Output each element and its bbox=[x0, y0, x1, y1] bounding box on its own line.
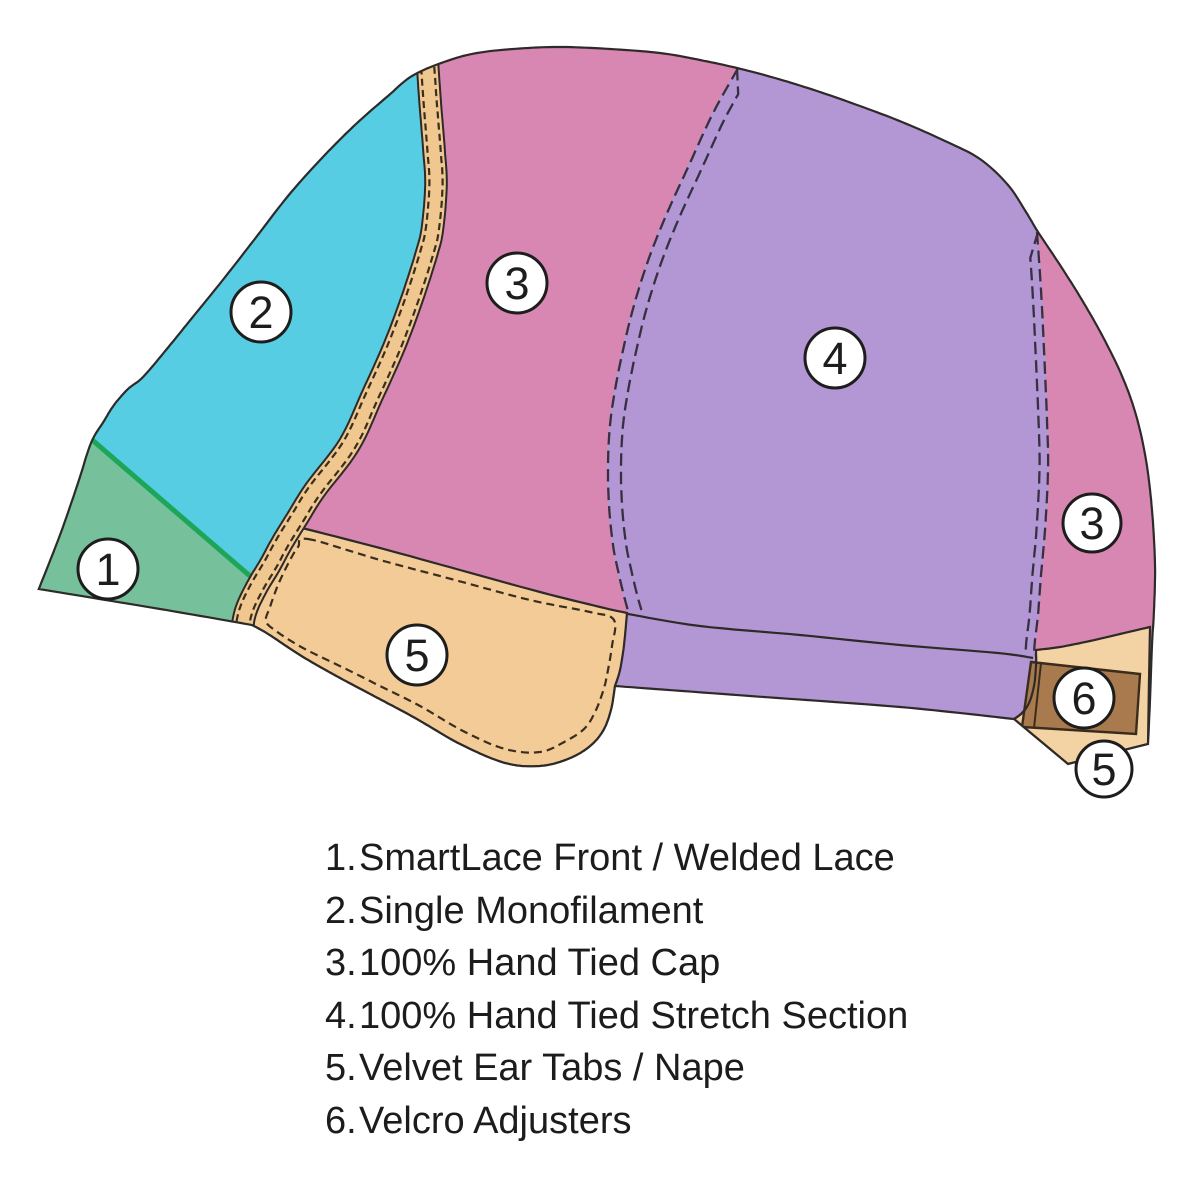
svg-text:3: 3 bbox=[1079, 498, 1104, 549]
svg-text:6: 6 bbox=[1071, 673, 1096, 724]
svg-text:1: 1 bbox=[95, 544, 120, 595]
svg-text:4: 4 bbox=[822, 333, 847, 384]
svg-text:5: 5 bbox=[404, 630, 429, 681]
svg-text:2: 2 bbox=[248, 287, 273, 338]
svg-text:5: 5 bbox=[1091, 744, 1116, 795]
svg-text:3: 3 bbox=[504, 258, 529, 309]
